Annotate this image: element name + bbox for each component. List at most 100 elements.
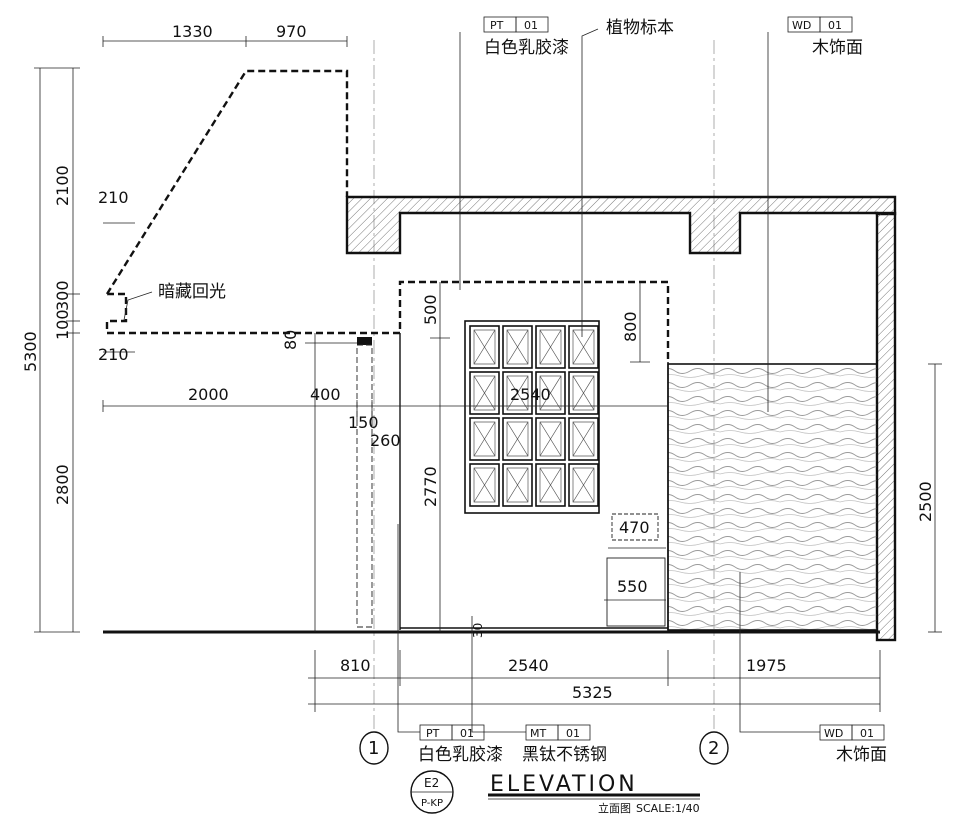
plant-specimen-cell [535, 371, 566, 415]
svg-text:01: 01 [524, 19, 538, 32]
dim-470: 470 [619, 518, 650, 537]
dim-2100: 2100 [53, 165, 72, 206]
plant-specimen-cell [502, 325, 533, 369]
dim-150: 150 [348, 413, 379, 432]
plant-specimen-cross [539, 421, 562, 457]
dim-810: 810 [340, 656, 371, 675]
dim-400: 400 [310, 385, 341, 404]
tag-wd01-bottom: WD 01 木饰面 [819, 724, 887, 765]
dim-300: 300 [53, 280, 72, 311]
title-block: E2 P-KP ELEVATION 立面图 SCALE:1/40 [410, 770, 700, 815]
dim-2800: 2800 [53, 464, 72, 505]
tag-pt01-bottom: PT 01 白色乳胶漆 [418, 724, 503, 765]
svg-text:MT: MT [530, 727, 546, 740]
plant-specimen-cross [473, 421, 496, 457]
plant-specimen-cell [568, 417, 599, 461]
plant-specimen-cross [473, 467, 496, 503]
tag-plant-label: 植物标本 [606, 18, 674, 38]
ceiling-beam [345, 195, 897, 255]
plant-specimen-cell [469, 325, 500, 369]
dim-800: 800 [621, 311, 640, 342]
tag-wd01-top: WD 01 木饰面 [787, 16, 863, 58]
dim-5300: 5300 [21, 331, 40, 372]
plant-specimen-cell [502, 417, 533, 461]
plant-frame [464, 320, 600, 514]
dim-500: 500 [421, 294, 440, 325]
right-wall [875, 211, 897, 642]
plant-specimen-cross [572, 421, 595, 457]
dimension-lines [34, 36, 942, 712]
title-subtitle: 立面图 [598, 801, 631, 815]
title-code: E2 [424, 776, 439, 790]
dim-30: 30 [471, 623, 485, 638]
leader-lines [123, 28, 820, 733]
dim-1330: 1330 [172, 22, 213, 41]
svg-text:1: 1 [368, 738, 379, 759]
dim-550: 550 [617, 577, 648, 596]
steel-column [356, 344, 373, 628]
title-scale: SCALE:1/40 [636, 802, 700, 815]
svg-text:01: 01 [860, 727, 874, 740]
svg-text:WD: WD [792, 19, 811, 32]
dim-2500: 2500 [916, 481, 935, 522]
plant-specimen-cell [535, 325, 566, 369]
plant-specimen-cell [502, 371, 533, 415]
ceiling-outline [105, 69, 670, 362]
svg-text:PT: PT [426, 727, 440, 740]
plant-specimen-cell [469, 463, 500, 507]
svg-text:黑钛不锈钢: 黑钛不锈钢 [522, 745, 607, 765]
dim-2540-bottom: 2540 [508, 656, 549, 675]
svg-text:2: 2 [708, 738, 719, 759]
svg-text:WD: WD [824, 727, 843, 740]
svg-text:01: 01 [566, 727, 580, 740]
plant-specimen-cell [568, 371, 599, 415]
dim-210-lower: 210 [98, 345, 129, 364]
plant-specimen-cell [535, 463, 566, 507]
dim-2540-mid: 2540 [510, 385, 551, 404]
plant-specimen-cross [539, 467, 562, 503]
svg-text:PT: PT [490, 19, 504, 32]
axis-bubble-2: 2 [699, 731, 729, 765]
svg-text:白色乳胶漆: 白色乳胶漆 [418, 745, 503, 765]
plant-specimen-cross [473, 329, 496, 365]
plant-specimen-cross [506, 375, 529, 411]
plant-specimen-cell [469, 371, 500, 415]
dim-210-upper: 210 [98, 188, 129, 207]
plant-specimen-cross [572, 329, 595, 365]
svg-text:木饰面: 木饰面 [836, 745, 887, 765]
tag-hidden-light: 暗藏回光 [158, 282, 226, 302]
plant-specimen-cell [469, 417, 500, 461]
dim-5325: 5325 [572, 683, 613, 702]
dim-970: 970 [276, 22, 307, 41]
svg-text:01: 01 [828, 19, 842, 32]
axis-bubble-1: 1 [359, 731, 389, 765]
dim-80: 80 [281, 330, 300, 350]
plant-specimen-grid [469, 325, 599, 507]
tag-pt01-top: PT 01 白色乳胶漆 [483, 16, 569, 58]
plant-specimen-cell [568, 463, 599, 507]
plant-specimen-cross [506, 421, 529, 457]
plant-specimen-cross [572, 467, 595, 503]
plant-specimen-cell [568, 325, 599, 369]
steel-trim [357, 337, 372, 345]
plant-specimen-cross [506, 329, 529, 365]
svg-text:木饰面: 木饰面 [812, 38, 863, 58]
tag-mt01-bottom: MT 01 黑钛不锈钢 [522, 724, 607, 765]
plant-specimen-cross [473, 375, 496, 411]
plant-specimen-cross [539, 375, 562, 411]
dim-260: 260 [370, 431, 401, 450]
plant-specimen-cell [535, 417, 566, 461]
svg-text:01: 01 [460, 727, 474, 740]
cabinet-body [606, 557, 666, 627]
plant-specimen-cross [572, 375, 595, 411]
dim-2770: 2770 [421, 466, 440, 507]
svg-text:白色乳胶漆: 白色乳胶漆 [484, 38, 569, 58]
title-sheet: P-KP [421, 798, 443, 809]
plant-specimen-cross [506, 467, 529, 503]
wood-veneer-panel [667, 363, 878, 631]
dim-2000: 2000 [188, 385, 229, 404]
plant-specimen-cross [539, 329, 562, 365]
dim-1975: 1975 [746, 656, 787, 675]
plant-specimen-cell [502, 463, 533, 507]
